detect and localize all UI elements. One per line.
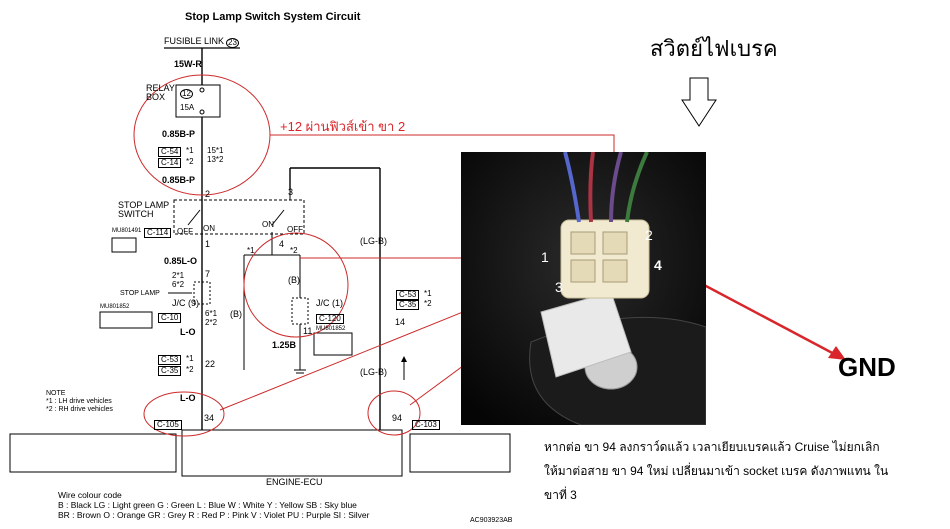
photo-label-1: 1 — [541, 249, 549, 265]
gnd-label: GND — [838, 352, 896, 382]
pin-94-label: 94 — [392, 413, 403, 423]
pin-3-label: 3 — [288, 187, 294, 197]
part-mu801852: MU801852 — [100, 304, 130, 310]
pin-15: 15*1 — [207, 146, 224, 155]
pin-2-label: 2 — [205, 189, 211, 199]
pin-7-label: 7 — [205, 269, 211, 279]
connector-c35-right: C-35 — [396, 300, 420, 310]
c35-left-star: *2 — [186, 365, 194, 374]
connector-c53-left: C-53 — [158, 355, 182, 365]
branch-star1: *1 — [247, 246, 255, 255]
pin-34-label: 34 — [204, 413, 215, 423]
junction-jc9: J/C (9) — [172, 298, 199, 308]
switch-off-right: OFF — [287, 225, 303, 234]
wire-colour-code-title: Wire colour code — [58, 490, 122, 500]
pin-22-label: 22 — [205, 359, 216, 369]
connector-c105: C-105 — [154, 420, 182, 430]
pin-1-label: 1 — [205, 239, 211, 249]
wire-colour-code-line1: B : Black LG : Light green G : Green L :… — [58, 500, 357, 510]
note-rh: *2 : RH drive vehicles — [46, 406, 113, 413]
stop-lamp-label: STOP LAMP — [120, 290, 160, 297]
pin-2-star1: 2*1 — [172, 271, 185, 280]
junction-jc1: J/C (1) — [316, 298, 343, 308]
fusible-link-label: FUSIBLE LINK — [164, 36, 225, 46]
wire-lg-b-top: (LG-B) — [360, 236, 387, 246]
diagram-title: Stop Lamp Switch System Circuit — [185, 11, 361, 23]
switch-on-left: ON — [203, 224, 215, 233]
photo-label-2: 2 — [645, 227, 653, 243]
connector-c114: C-114 — [144, 228, 172, 238]
note-lh: *1 : LH drive vehicles — [46, 398, 112, 405]
switch-on-right: ON — [262, 220, 274, 229]
relay-box-label-1: RELAY — [146, 83, 175, 93]
engine-ecu-label: ENGINE-ECU — [266, 477, 323, 487]
wire-125b: 1.25B — [272, 340, 297, 350]
wire-b-mid: (B) — [288, 275, 300, 285]
connector-c120: C-120 — [316, 314, 344, 324]
photo-label-3: 3 — [555, 279, 563, 295]
connector-c103: C-103 — [412, 420, 440, 430]
connector-c53-right: C-53 — [396, 290, 420, 300]
thai-heading: สวิตย์ไฟเบรค — [650, 36, 778, 61]
pin-13: 13*2 — [207, 155, 224, 164]
c53-right-star: *1 — [424, 289, 432, 298]
thai-note-line2: ให้มาต่อสาย ขา 94 ใหม่ เปลี่ยนมาเข้า soc… — [544, 464, 889, 478]
pin-11-label: 11 — [303, 326, 313, 336]
pin-4-label: 4 — [279, 239, 285, 249]
wire-l-o-low: L-O — [180, 393, 196, 403]
part-mu801491: MU801491 — [112, 228, 142, 234]
photo-label-4: 4 — [654, 257, 662, 273]
c54-star: *1 — [186, 146, 194, 155]
connector-c10: C-10 — [158, 313, 182, 323]
wire-085l-o: 0.85L-O — [164, 256, 198, 266]
wire-l-o-mid: L-O — [180, 327, 196, 337]
annotation-plus12: +12 ผ่านฟิวส์เข้า ขา 2 — [280, 119, 406, 134]
c35-right-star: *2 — [424, 299, 432, 308]
c14-star: *2 — [186, 157, 194, 166]
pin-14-label: 14 — [395, 317, 406, 327]
note-title: NOTE — [46, 390, 66, 397]
thai-note-line3: ขาที่ 3 — [544, 488, 577, 502]
stop-lamp-switch-label-1: STOP LAMP — [118, 200, 170, 210]
wire-085b-p-top: 0.85B-P — [162, 129, 196, 139]
connector-c54: C-54 — [158, 147, 182, 157]
wire-colour-code-line2: BR : Brown O : Orange GR : Grey R : Red … — [58, 510, 370, 520]
c53-left-star: *1 — [186, 354, 194, 363]
pin-6-star1: 6*1 — [205, 309, 218, 318]
fuse-amp: 15A — [180, 103, 195, 112]
wire-085b-p-bottom: 0.85B-P — [162, 175, 196, 185]
stop-lamp-switch-label-2: SWITCH — [118, 209, 154, 219]
wire-15w-r: 15W-R — [174, 59, 202, 69]
thai-note-line1: หากต่อ ขา 94 ลงกราว์ดแล้ว เวลาเยียบเบรคแ… — [544, 440, 880, 454]
fusible-link-number: 23 — [226, 38, 239, 48]
fuse-number: 12 — [180, 89, 193, 99]
ac-code: AC903923AB — [470, 517, 513, 524]
relay-box-label-2: BOX — [146, 92, 166, 102]
brake-switch-photo: 1 2 3 4 — [461, 152, 706, 425]
switch-off-left: OFF — [177, 227, 193, 236]
wire-b-left: (B) — [230, 309, 242, 319]
wire-lg-b-low: (LG-B) — [360, 367, 387, 377]
part-mu801852-b: MU801852 — [316, 326, 346, 332]
photo-illustration — [461, 152, 706, 425]
connector-c35-left: C-35 — [158, 366, 182, 376]
connector-c14: C-14 — [158, 158, 182, 168]
branch-star2: *2 — [290, 246, 298, 255]
pin-2-star2: 2*2 — [205, 318, 218, 327]
pin-6-star2: 6*2 — [172, 280, 185, 289]
